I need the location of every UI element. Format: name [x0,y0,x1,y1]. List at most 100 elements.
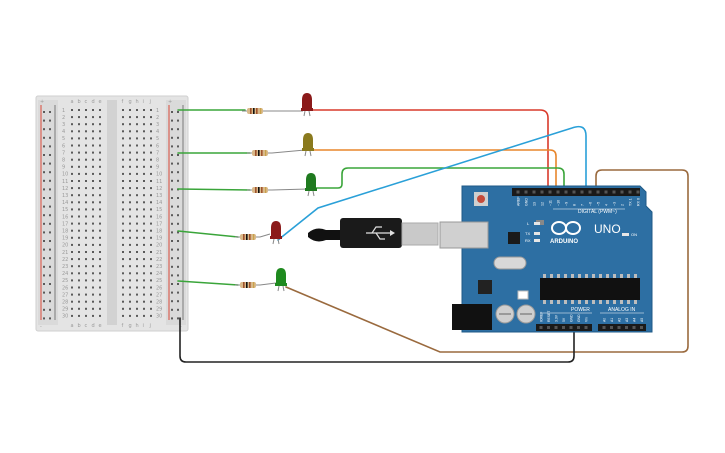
breadboard-hole[interactable] [71,151,73,154]
breadboard-hole[interactable] [136,300,138,303]
rail-hole[interactable] [49,111,51,113]
breadboard-hole[interactable] [85,172,87,175]
rail-hole[interactable] [43,231,45,234]
breadboard-hole[interactable] [150,286,152,289]
breadboard-hole[interactable] [85,286,87,289]
rail-hole[interactable] [49,291,51,294]
rail-hole[interactable] [49,283,51,285]
breadboard-hole[interactable] [99,187,101,190]
breadboard-hole[interactable] [143,251,145,253]
breadboard-hole[interactable] [92,307,94,310]
breadboard-hole[interactable] [78,137,80,140]
breadboard-hole[interactable] [85,314,87,317]
breadboard-hole[interactable] [99,194,101,197]
breadboard-hole[interactable] [150,151,152,154]
analog-pin[interactable] [602,326,606,329]
digital-pin[interactable] [620,190,624,194]
digital-pin[interactable] [572,190,576,194]
breadboard-hole[interactable] [71,158,73,161]
breadboard-hole[interactable] [71,208,73,211]
breadboard-hole[interactable] [92,194,94,197]
rail-hole[interactable] [49,197,51,199]
breadboard-hole[interactable] [143,300,145,303]
breadboard-hole[interactable] [129,251,131,253]
breadboard-hole[interactable] [129,300,131,303]
breadboard-hole[interactable] [136,314,138,317]
breadboard-hole[interactable] [92,265,94,268]
breadboard-hole[interactable] [92,137,94,140]
rail-hole[interactable] [43,265,45,268]
rail-hole[interactable] [171,283,173,285]
rail-hole[interactable] [43,197,45,199]
rail-hole[interactable] [43,291,45,294]
breadboard-hole[interactable] [92,187,94,190]
wire-green-row5[interactable] [177,280,239,286]
rail-hole[interactable] [177,197,179,199]
breadboard-hole[interactable] [78,165,80,168]
breadboard-hole[interactable] [136,158,138,161]
rail-hole[interactable] [171,145,173,148]
breadboard-hole[interactable] [122,293,124,296]
rail-hole[interactable] [171,111,173,113]
wire-orange-led2[interactable] [309,149,557,197]
rail-hole[interactable] [43,136,45,139]
led-yellow[interactable] [302,133,314,157]
rail-hole[interactable] [43,119,45,122]
breadboard-hole[interactable] [143,222,145,225]
rail-hole[interactable] [49,317,51,320]
breadboard-hole[interactable] [99,272,101,275]
rail-hole[interactable] [171,197,173,199]
breadboard-hole[interactable] [150,272,152,275]
breadboard-hole[interactable] [78,123,80,126]
wire-green-row4[interactable] [177,230,239,238]
rail-hole[interactable] [49,300,51,303]
breadboard-hole[interactable] [92,236,94,239]
breadboard-hole[interactable] [143,137,145,140]
rail-hole[interactable] [49,214,51,217]
rail-hole[interactable] [171,119,173,122]
power-jack[interactable] [452,304,492,330]
breadboard-hole[interactable] [92,208,94,211]
rail-hole[interactable] [49,119,51,122]
rail-hole[interactable] [177,154,179,156]
breadboard-hole[interactable] [78,130,80,133]
breadboard-hole[interactable] [71,201,73,204]
breadboard-hole[interactable] [92,314,94,317]
digital-pin[interactable] [532,190,536,194]
rail-hole[interactable] [171,162,173,165]
rail-hole[interactable] [43,248,45,251]
breadboard-hole[interactable] [122,187,124,190]
breadboard-hole[interactable] [78,180,80,182]
digital-pin[interactable] [612,190,616,194]
breadboard-hole[interactable] [92,215,94,218]
breadboard-hole[interactable] [136,293,138,296]
breadboard-hole[interactable] [99,279,101,282]
breadboard-hole[interactable] [143,130,145,133]
led-red[interactable] [270,221,282,245]
breadboard-hole[interactable] [99,251,101,253]
breadboard-hole[interactable] [122,109,124,111]
rail-hole[interactable] [171,188,173,191]
breadboard-hole[interactable] [85,165,87,168]
breadboard-hole[interactable] [122,279,124,282]
rail-hole[interactable] [171,136,173,139]
breadboard-hole[interactable] [136,222,138,225]
rail-hole[interactable] [49,257,51,260]
analog-pin[interactable] [640,326,643,329]
breadboard-hole[interactable] [85,293,87,296]
breadboard-hole[interactable] [150,130,152,133]
breadboard-hole[interactable] [143,307,145,310]
power-pin[interactable] [539,326,543,329]
rail-hole[interactable] [49,136,51,139]
digital-header[interactable] [512,188,640,196]
rail-hole[interactable] [49,154,51,156]
digital-pin[interactable] [588,190,592,194]
breadboard-hole[interactable] [129,258,131,261]
wire-red-led1[interactable] [309,109,549,197]
breadboard-hole[interactable] [92,279,94,282]
breadboard-hole[interactable] [143,243,145,246]
breadboard-hole[interactable] [150,279,152,282]
breadboard-hole[interactable] [71,180,73,182]
breadboard-hole[interactable] [85,236,87,239]
digital-pin[interactable] [548,190,552,194]
